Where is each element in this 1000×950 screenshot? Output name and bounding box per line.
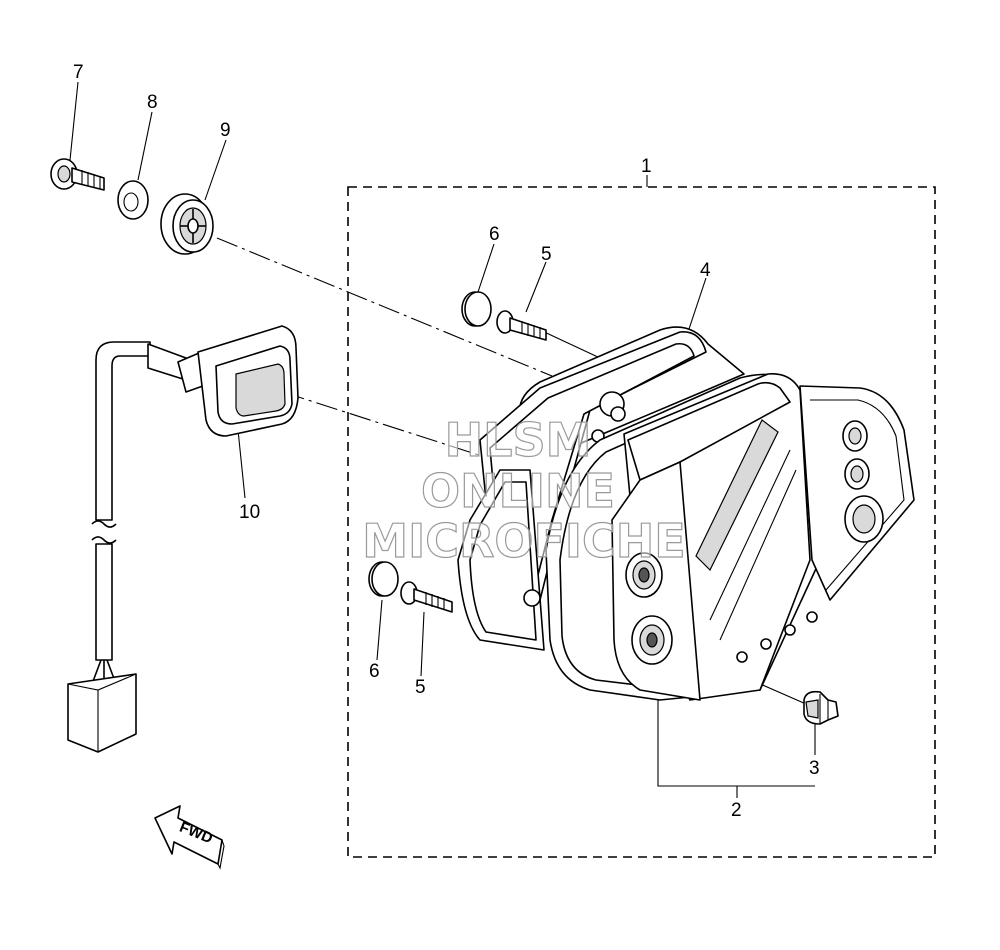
watermark-line-1: HLSM (445, 413, 592, 467)
part-6-cap-lower (368, 561, 399, 597)
callout-labels: 1 2 3 4 5 5 6 6 7 8 9 10 (73, 62, 820, 821)
callout-2: 2 (731, 800, 742, 821)
watermark-line-3: MICROFICHE (362, 514, 685, 568)
callout-3: 3 (809, 758, 820, 779)
callout-5-lower: 5 (415, 677, 426, 698)
fwd-arrow-icon: FWD (154, 805, 225, 870)
part-9-grommet (160, 193, 214, 255)
callout-7: 7 (73, 62, 84, 83)
part-1-taillight-assembly (545, 373, 915, 701)
callout-1: 1 (641, 156, 652, 177)
callout-9: 9 (220, 120, 231, 141)
part-10-socket-harness (67, 325, 299, 753)
part-5-screw-upper (496, 310, 547, 341)
callout-8: 8 (147, 92, 158, 113)
callout-5-upper: 5 (541, 244, 552, 265)
part-5-screw-lower (400, 581, 453, 613)
part-4-gasket (457, 326, 745, 651)
part-8-washer (117, 180, 149, 220)
part-6-cap-upper (461, 291, 492, 327)
watermark-line-2: ONLINE (421, 464, 615, 518)
watermark: HLSM ONLINE MICROFICHE (362, 412, 687, 568)
part-7-bolt (50, 158, 105, 191)
part-3-bulb (803, 690, 839, 725)
callout-4: 4 (700, 260, 711, 281)
assembly-boundary-box (347, 186, 936, 858)
callout-6-upper: 6 (489, 224, 500, 245)
callout-6-lower: 6 (369, 661, 380, 682)
callout-10: 10 (239, 502, 260, 523)
